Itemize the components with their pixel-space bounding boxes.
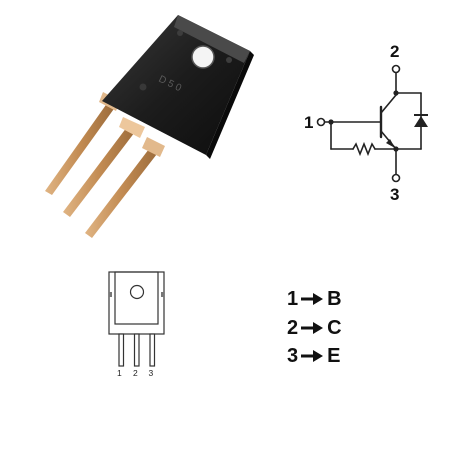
outline-pin1-label: 1 bbox=[117, 368, 122, 378]
package-outline-lead-3 bbox=[149, 333, 156, 367]
transistor-leads bbox=[45, 92, 165, 238]
package-outline: 1 2 3 bbox=[108, 271, 165, 378]
legend-terminal: C bbox=[327, 316, 342, 339]
mounting-hole-icon bbox=[192, 46, 214, 68]
right-arrow-icon bbox=[301, 321, 324, 335]
legend-row-1: 1 B bbox=[287, 286, 342, 312]
legend-pin-number: 3 bbox=[287, 344, 299, 367]
right-arrow-icon bbox=[301, 292, 324, 306]
transistor-schematic: 1 2 3 bbox=[304, 42, 428, 204]
package-outline-lead-2 bbox=[133, 333, 140, 367]
legend-pin-number: 1 bbox=[287, 287, 299, 310]
legend-pin-number: 2 bbox=[287, 316, 299, 339]
transistor-photo: D 5 0 bbox=[45, 15, 254, 238]
legend-row-3: 3 E bbox=[287, 343, 340, 369]
package-outline-lead-1 bbox=[118, 333, 125, 367]
schematic-pin2-label: 2 bbox=[390, 42, 399, 61]
outline-pin3-label: 3 bbox=[149, 368, 154, 378]
transistor-body: D 5 0 bbox=[102, 15, 254, 159]
right-arrow-icon bbox=[301, 349, 324, 363]
legend-terminal: E bbox=[327, 344, 341, 367]
schematic-pin1-label: 1 bbox=[304, 113, 313, 132]
outline-pin2-label: 2 bbox=[133, 368, 138, 378]
package-outline-hole-icon bbox=[129, 284, 145, 300]
legend-terminal: B bbox=[327, 287, 342, 310]
legend-row-2: 2 C bbox=[287, 315, 342, 341]
package-outline-body bbox=[108, 271, 165, 335]
schematic-pin3-label: 3 bbox=[390, 185, 399, 204]
